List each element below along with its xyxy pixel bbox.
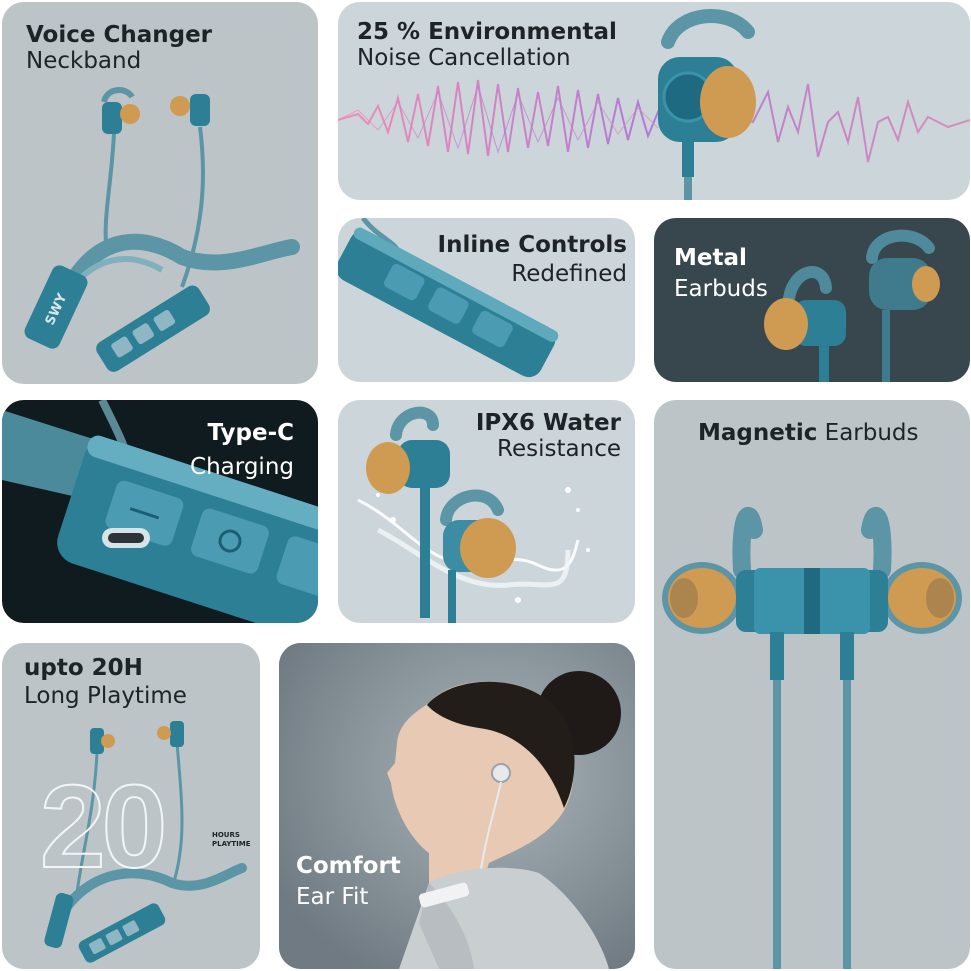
- playtime-label: PLAYTIME: [212, 840, 251, 848]
- tile-voice-changer: Voice Changer Neckband SWY: [2, 2, 318, 384]
- metal-earbuds-subtitle: Earbuds: [674, 276, 768, 302]
- magnetic-earbuds-icon: [662, 507, 962, 969]
- tile-inline-controls: Inline Controls Redefined: [338, 218, 635, 382]
- earbud-icon: [764, 229, 940, 382]
- playtime-neckband-icon: [44, 721, 247, 963]
- tile-water-resistance: IPX6 Water Resistance: [338, 400, 635, 623]
- woman-portrait-icon: [279, 643, 635, 969]
- water-splash-icon: [357, 406, 590, 623]
- neckband-icon: [24, 87, 300, 372]
- playtime-subtitle: Long Playtime: [24, 683, 187, 709]
- noise-cancellation-subtitle: Noise Cancellation: [357, 45, 571, 71]
- hours-label: HOURS: [212, 831, 240, 839]
- earbuds-word: Earbuds: [817, 420, 919, 446]
- type-c-subtitle: Charging: [190, 454, 294, 480]
- soundwave-icon: [338, 9, 970, 200]
- tile-type-c: Type-C Charging: [2, 400, 318, 623]
- metal-earbuds-title: Metal: [674, 245, 747, 271]
- type-c-port-icon: [2, 400, 318, 623]
- voice-changer-title: Voice Changer: [26, 22, 213, 48]
- big-20-number: 20: [39, 761, 168, 893]
- tile-playtime: 20 HOURS PLAYTIME upto 20H Long Playtime: [2, 643, 260, 969]
- tile-comfort: Comfort Ear Fit: [279, 643, 635, 969]
- tile-metal-earbuds: Metal Earbuds: [654, 218, 970, 382]
- comfort-subtitle: Ear Fit: [296, 884, 369, 910]
- playtime-title: upto 20H: [24, 655, 143, 681]
- type-c-title: Type-C: [207, 420, 294, 446]
- noise-cancellation-title: 25 % Environmental: [357, 19, 617, 45]
- water-resistance-title: IPX6 Water: [475, 410, 621, 436]
- inline-controls-title: Inline Controls: [437, 232, 627, 258]
- inline-controls-subtitle: Redefined: [511, 261, 627, 287]
- water-resistance-subtitle: Resistance: [497, 436, 621, 462]
- magnetic-word: Magnetic: [698, 420, 818, 446]
- voice-changer-subtitle: Neckband: [26, 48, 142, 74]
- magnetic-earbuds-title: Magnetic Earbuds: [698, 420, 919, 446]
- inline-controls-icon: [338, 218, 559, 378]
- tile-noise-cancellation: 25 % Environmental Noise Cancellation: [338, 2, 970, 200]
- comfort-title: Comfort: [296, 853, 401, 879]
- tile-magnetic-earbuds: Magnetic Earbuds: [654, 400, 970, 969]
